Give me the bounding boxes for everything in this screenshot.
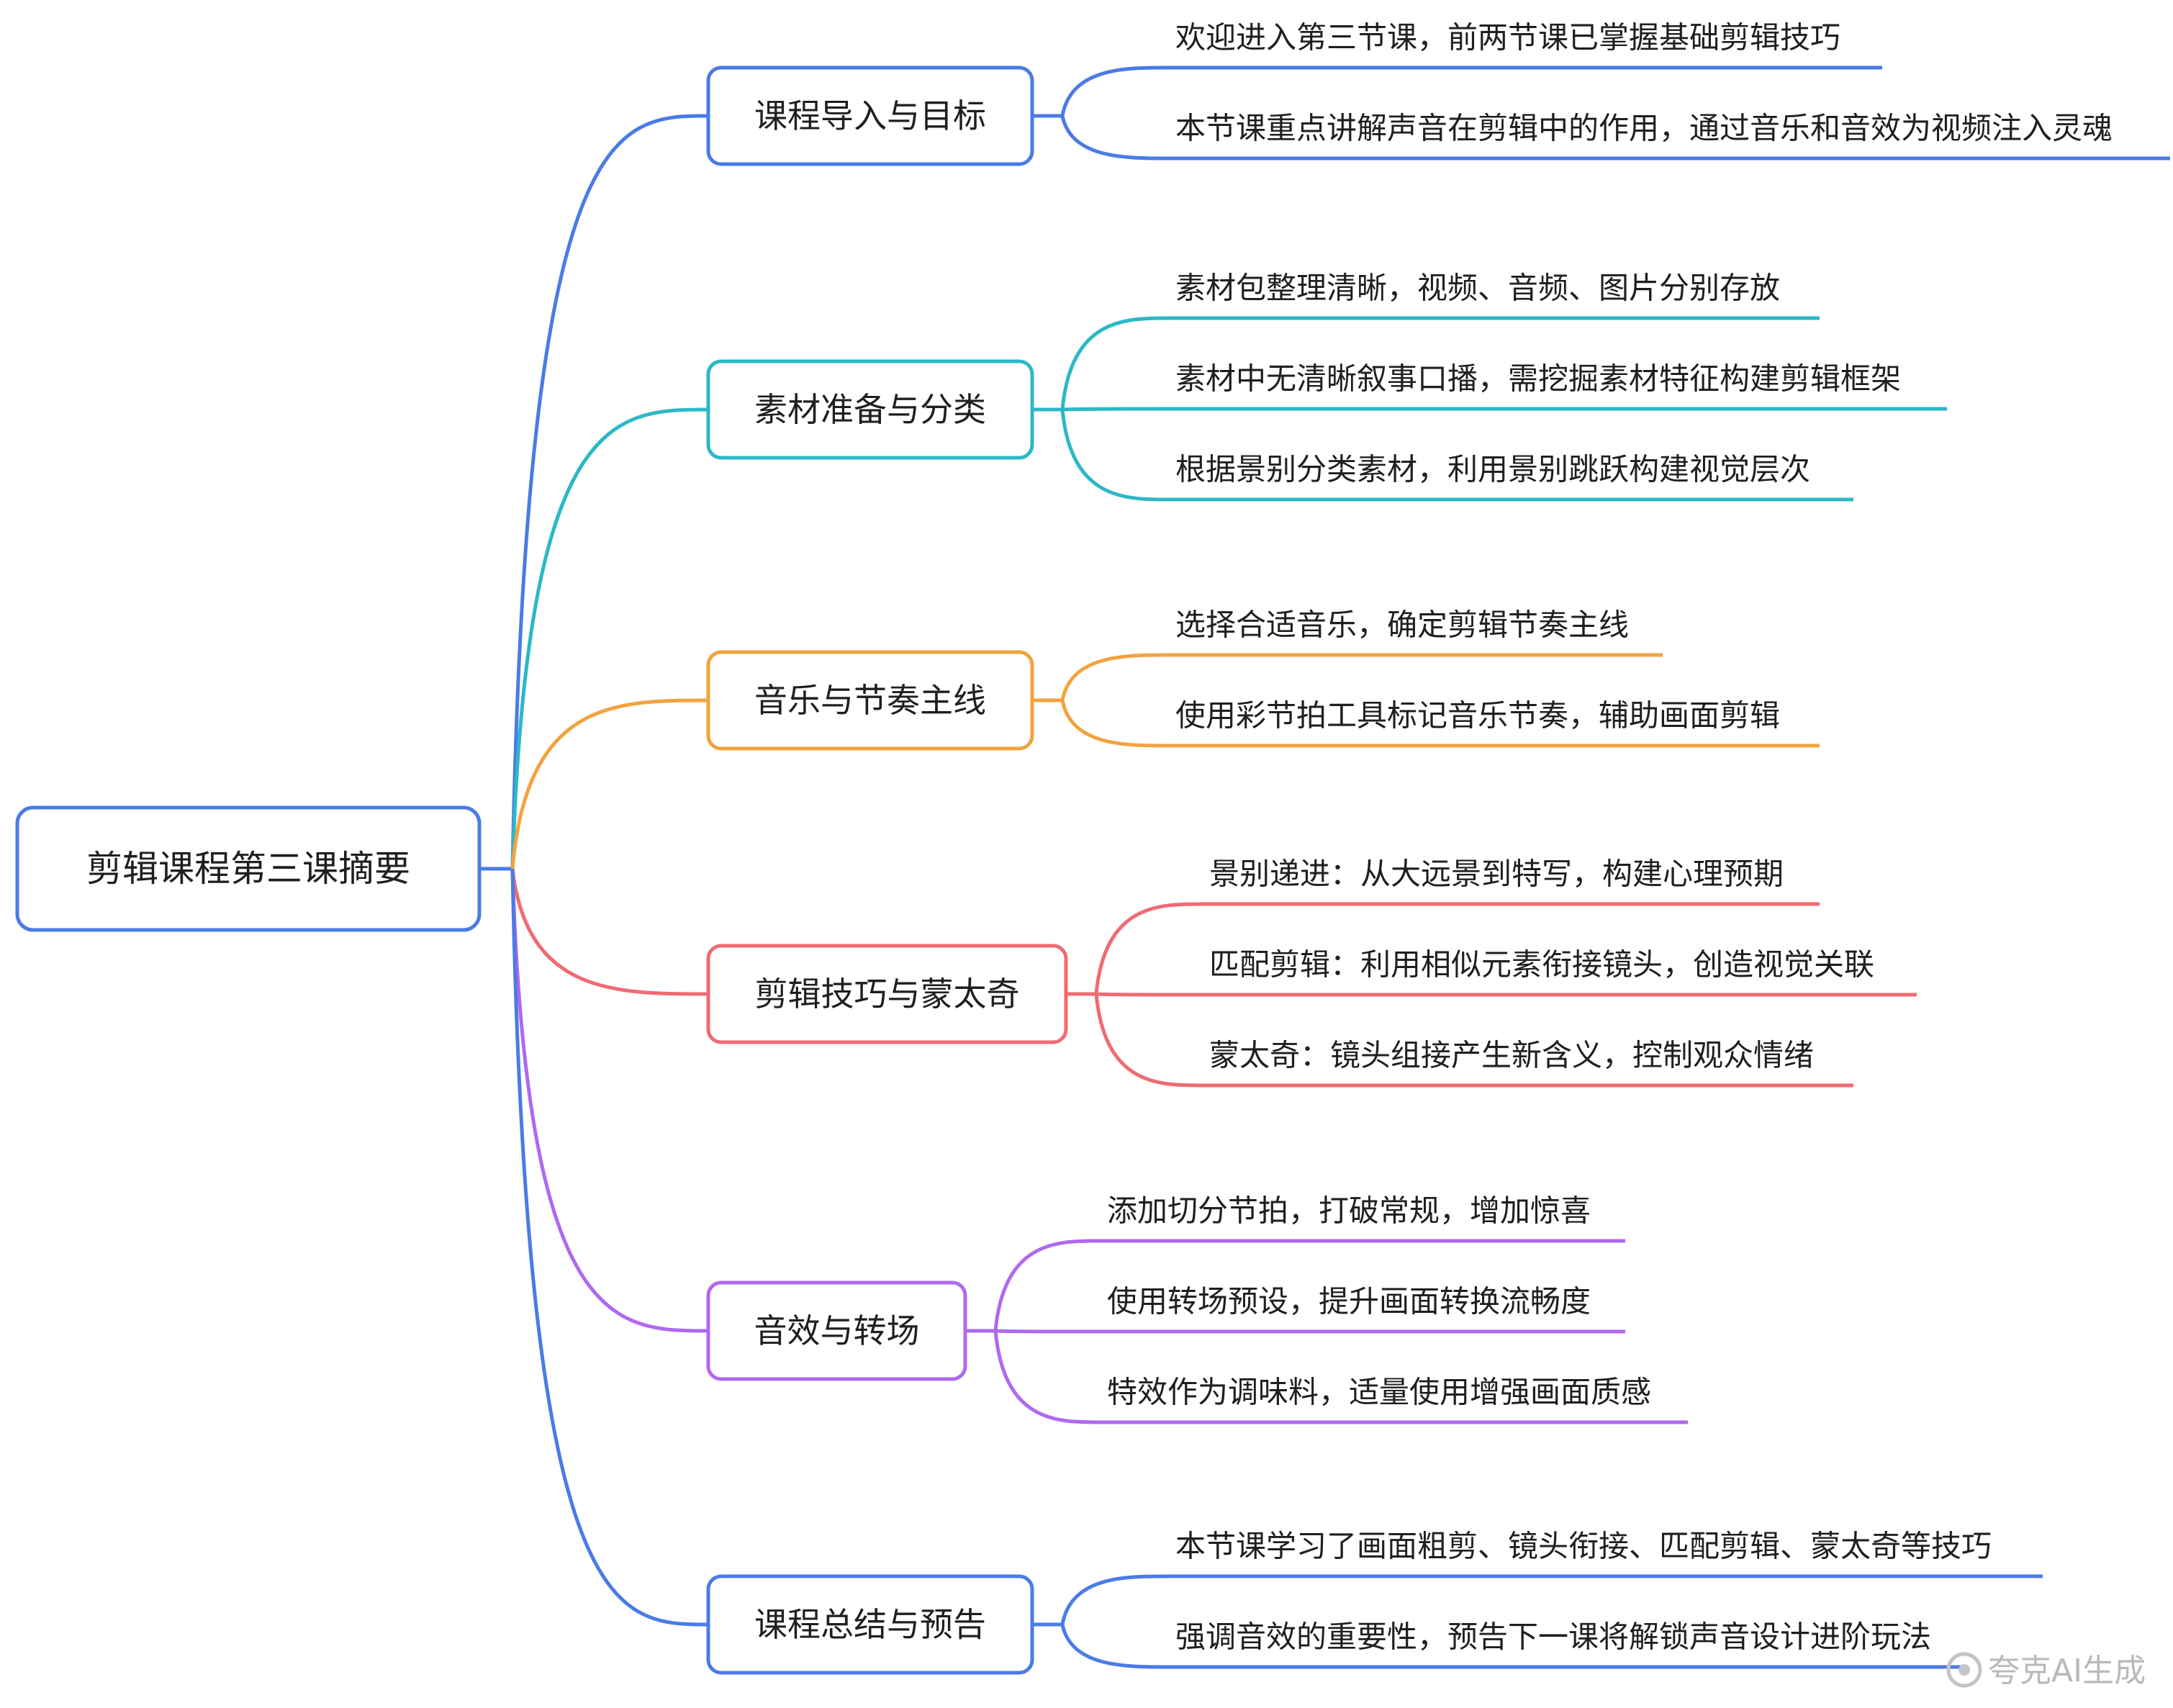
- leaf-node: 本节课学习了画面粗剪、镜头衔接、匹配剪辑、蒙太奇等技巧: [1175, 1529, 1992, 1564]
- leaf-node: 匹配剪辑：利用相似元素衔接镜头，创造视觉关联: [1209, 947, 1874, 982]
- leaf-node: 使用彩节拍工具标记音乐节奏，辅助画面剪辑: [1175, 698, 1780, 733]
- branch-connector: [510, 407, 709, 869]
- leaf-connector: [1060, 316, 1820, 410]
- leaf-connector: [1095, 992, 1917, 997]
- leaf-connector: [1060, 1574, 2043, 1625]
- leaf-node: 使用转场预设，提升画面转换流畅度: [1107, 1284, 1591, 1319]
- leaf-node: 素材中无清晰叙事口播，需挖掘素材特征构建剪辑框架: [1175, 361, 1901, 397]
- leaf-connector: [1060, 409, 1853, 502]
- leaf-node: 根据景别分类素材，利用景别跳跃构建视觉层次: [1175, 452, 1810, 487]
- branch-label: 音效与转场: [754, 1311, 920, 1350]
- branch-connector: [510, 868, 709, 996]
- branch-label: 素材准备与分类: [754, 390, 986, 429]
- leaf-connector: [1060, 653, 1663, 701]
- branch-node[interactable]: [706, 650, 1034, 751]
- leaf-node: 素材包整理清晰，视频、音频、图片分别存放: [1175, 271, 1780, 306]
- leaf-connector: [995, 1329, 1625, 1334]
- leaf-connector: [1062, 407, 1947, 412]
- branch-label: 剪辑技巧与蒙太奇: [755, 975, 1020, 1013]
- root-node[interactable]: [15, 805, 482, 932]
- leaf-node: 选择合适音乐，确定剪辑节奏主线: [1175, 607, 1629, 643]
- leaf-node: 特效作为调味料，适量使用增强画面质感: [1107, 1375, 1651, 1410]
- branch-node[interactable]: [706, 359, 1034, 460]
- leaf-connector: [1060, 115, 2170, 161]
- leaf-connector: [993, 1239, 1625, 1332]
- leaf-connector: [1094, 993, 1853, 1088]
- branch-node[interactable]: [706, 944, 1068, 1044]
- leaf-node: 蒙太奇：镜头组接产生新含义，控制观众情绪: [1209, 1038, 1814, 1073]
- leaf-connector: [993, 1330, 1688, 1424]
- leaf-node: 景别递进：从大远景到特写，构建心理预期: [1209, 857, 1784, 892]
- node-layer: 剪辑课程第三课摘要 课程导入与目标 欢迎进入第三节课，前两节课已掌握基础剪辑技巧本节…: [15, 20, 2113, 1675]
- watermark-label: 夸克AI生成: [1988, 1653, 2146, 1689]
- leaf-node: 添加切分节拍，打破常规，增加惊喜: [1107, 1193, 1591, 1229]
- leaf-connector: [1060, 1624, 1961, 1669]
- branch-connector: [510, 868, 709, 1333]
- branch-node[interactable]: [706, 1280, 967, 1381]
- branch-connector: [510, 698, 709, 869]
- branch-label: 音乐与节奏主线: [754, 681, 986, 720]
- leaf-node: 强调音效的重要性，预告下一课将解锁声音设计进阶玩法: [1175, 1619, 1931, 1655]
- branch-label: 课程导入与目标: [754, 96, 986, 135]
- leaf-node: 欢迎进入第三节课，前两节课已掌握基础剪辑技巧: [1175, 20, 1840, 55]
- connector-layer: [479, 65, 2170, 1669]
- leaf-connector: [1060, 700, 1820, 748]
- leaf-connector: [1094, 902, 1820, 995]
- watermark: 夸克AI生成: [1946, 1652, 2146, 1689]
- branch-connector: [510, 868, 709, 1627]
- leaf-connector: [1060, 65, 1882, 117]
- branch-connector: [510, 114, 709, 869]
- branch-node[interactable]: [706, 1574, 1034, 1675]
- branch-label: 课程总结与预告: [754, 1605, 986, 1644]
- quark-logo-icon: [1946, 1652, 1982, 1688]
- leaf-node: 本节课重点讲解声音在剪辑中的作用，通过音乐和音效为视频注入灵魂: [1175, 111, 2113, 146]
- root-label: 剪辑课程第三课摘要: [86, 848, 410, 890]
- branch-node[interactable]: [706, 65, 1034, 166]
